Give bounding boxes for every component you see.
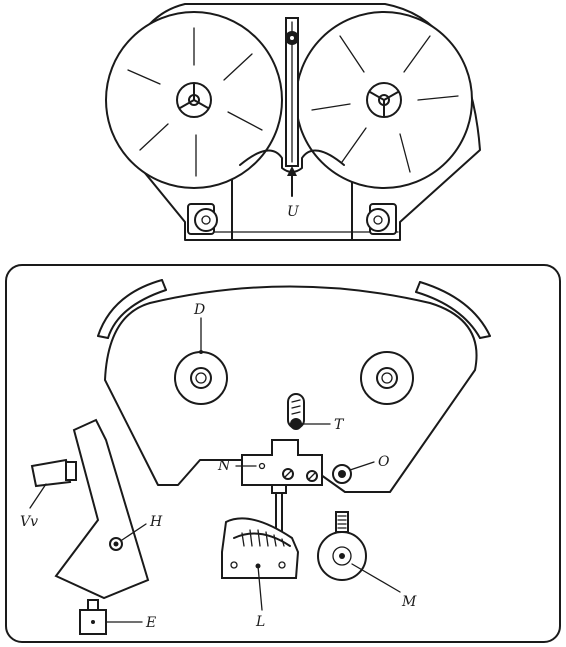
label-l: L: [255, 614, 265, 630]
left-curved-guard: [97, 279, 163, 337]
top-plate-outline: [104, 285, 478, 493]
bottom-panel-frame: [5, 264, 561, 643]
label-m: M: [401, 594, 417, 610]
bottom-figure-mechanism: [5, 264, 561, 643]
component-o-pulley: [332, 461, 375, 484]
right-spindle: [360, 351, 414, 405]
lever-l: [221, 517, 300, 611]
label-n: N: [217, 458, 231, 474]
right-curved-guard: [419, 281, 491, 337]
right-curved-guard-inner: [415, 291, 481, 339]
block-n-head: [235, 439, 323, 486]
left-spindle-d: [174, 317, 228, 405]
label-d: D: [193, 302, 205, 318]
center-guide-u: [285, 17, 299, 197]
label-t: T: [334, 417, 345, 433]
top-right-roller: [366, 203, 397, 235]
label-vv: Vv: [20, 514, 38, 530]
top-figure-tape-deck: [105, 3, 481, 241]
label-e: E: [145, 615, 156, 631]
label-o: O: [378, 454, 390, 470]
left-curved-guard-inner: [107, 289, 167, 339]
label-u: U: [287, 204, 300, 220]
left-arm-assembly: [29, 418, 150, 635]
wheel-m: [317, 511, 401, 593]
label-h: H: [149, 514, 163, 530]
top-left-reel: [105, 11, 283, 189]
component-t-knob: [287, 393, 331, 430]
top-right-reel: [295, 11, 473, 189]
top-left-roller: [187, 203, 218, 235]
